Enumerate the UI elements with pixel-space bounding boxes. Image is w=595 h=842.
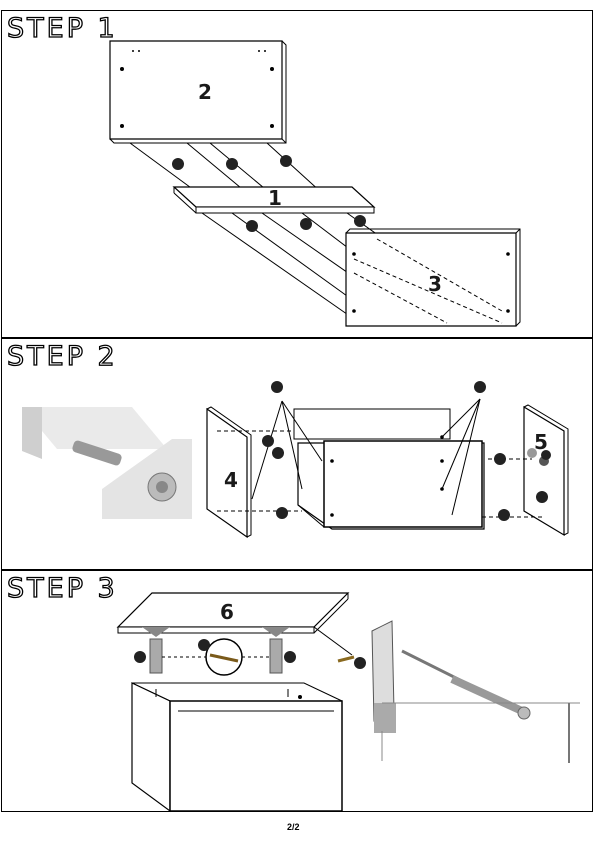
page-number: 2/2 <box>287 822 300 832</box>
step-2-panel: STEP 2 4 <box>1 338 593 570</box>
part-5-label: 5 <box>534 430 548 454</box>
panel-4: 4 <box>206 406 252 539</box>
part-1-label: 1 <box>268 186 282 210</box>
part-3-label: 3 <box>428 272 442 296</box>
step-1-diagram: 2 1 <box>109 40 521 327</box>
screw-detail-circle <box>205 638 243 676</box>
assembly-lines-step-2 <box>251 398 481 516</box>
hardware-icons-step-2 <box>262 381 551 521</box>
dowel-icons-row-2 <box>246 215 366 232</box>
part-2-label: 2 <box>198 80 212 104</box>
step-2-diagram: 4 5 <box>22 381 569 539</box>
panel-1: 1 <box>172 186 376 214</box>
gas-strut-photo <box>371 620 580 763</box>
hinge-left <box>142 627 170 674</box>
part-4-label: 4 <box>224 468 238 492</box>
cabinet-carcass <box>293 408 485 530</box>
strut-leader-line <box>313 626 353 656</box>
assembly-lines-2-1 <box>129 142 323 194</box>
cam-dowel-photo <box>22 407 192 519</box>
step-1-panel: STEP 1 2 <box>1 10 593 338</box>
panel-2: 2 <box>109 40 287 144</box>
cabinet-box <box>131 682 343 813</box>
gas-strut-part <box>337 655 355 663</box>
step-3-panel: STEP 3 6 <box>1 570 593 813</box>
hinge-right <box>262 627 290 674</box>
step-2-title: STEP 2 <box>6 340 118 372</box>
step-3-title: STEP 3 <box>6 572 118 604</box>
part-6-label: 6 <box>220 600 234 624</box>
step-1-title: STEP 1 <box>6 12 118 44</box>
dashed-lines-step-2 <box>217 430 542 518</box>
panel-5: 5 <box>523 404 569 537</box>
dowel-icons-row-1 <box>172 155 292 170</box>
step-3-diagram: 6 <box>116 592 580 813</box>
hardware-icons-step-3 <box>134 639 366 669</box>
panel-3: 3 <box>345 228 521 327</box>
